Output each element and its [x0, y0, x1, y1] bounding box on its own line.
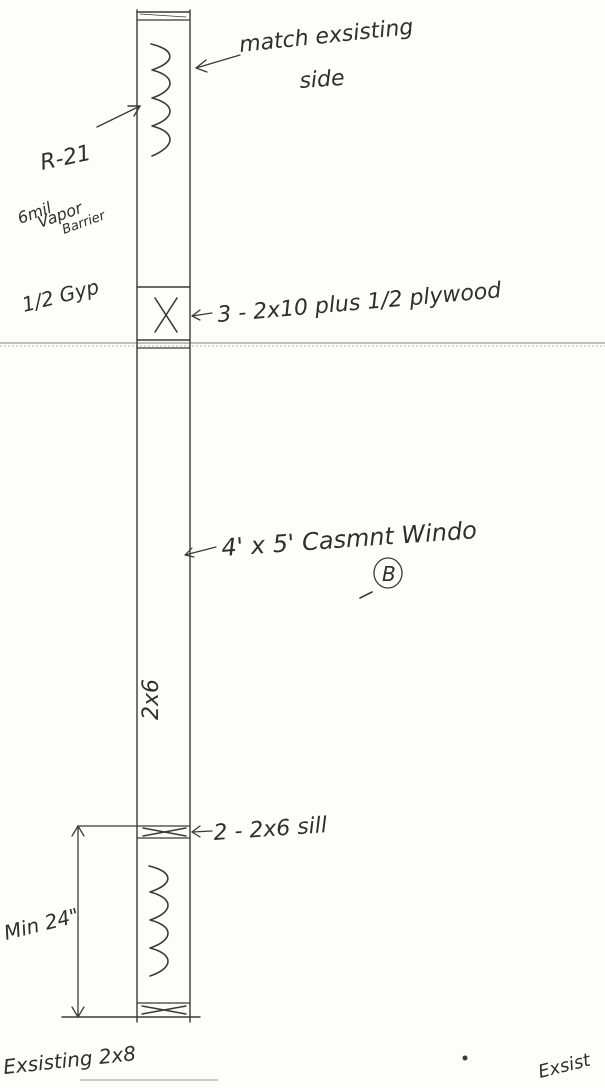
window-tag-label: B: [382, 562, 396, 586]
insulation-squiggle-lower: [148, 865, 169, 977]
header-block: [136, 286, 191, 349]
side-note: side: [299, 66, 346, 94]
window-tag-circle: [373, 557, 403, 589]
window-note: 4' x 5' Casmnt Windo: [220, 516, 477, 562]
leader-arrows: [96, 54, 373, 838]
stud-label: 2x6: [139, 679, 164, 720]
sill-block: [77, 825, 191, 839]
r21-label: R-21: [38, 141, 93, 176]
existing-right-label: Exsist: [536, 1049, 593, 1082]
min-height-label: Min 24": [1, 903, 81, 945]
pencil-dot: [462, 1055, 468, 1061]
min-height-dimension: [71, 825, 85, 1018]
match-existing-note: match exsisting: [238, 15, 414, 58]
sill-note: 2 - 2x6 sill: [213, 813, 328, 846]
insulation-squiggle-upper: [150, 43, 171, 157]
section-divider: [0, 342, 605, 347]
wall-column: [136, 9, 191, 1023]
existing-bottom-label: Exsisting 2x8: [2, 1041, 137, 1079]
bottom-plate: [61, 1002, 201, 1018]
header-note: 3 - 2x10 plus 1/2 plywood: [216, 278, 503, 328]
gyp-label: 1/2 Gyp: [19, 275, 101, 317]
